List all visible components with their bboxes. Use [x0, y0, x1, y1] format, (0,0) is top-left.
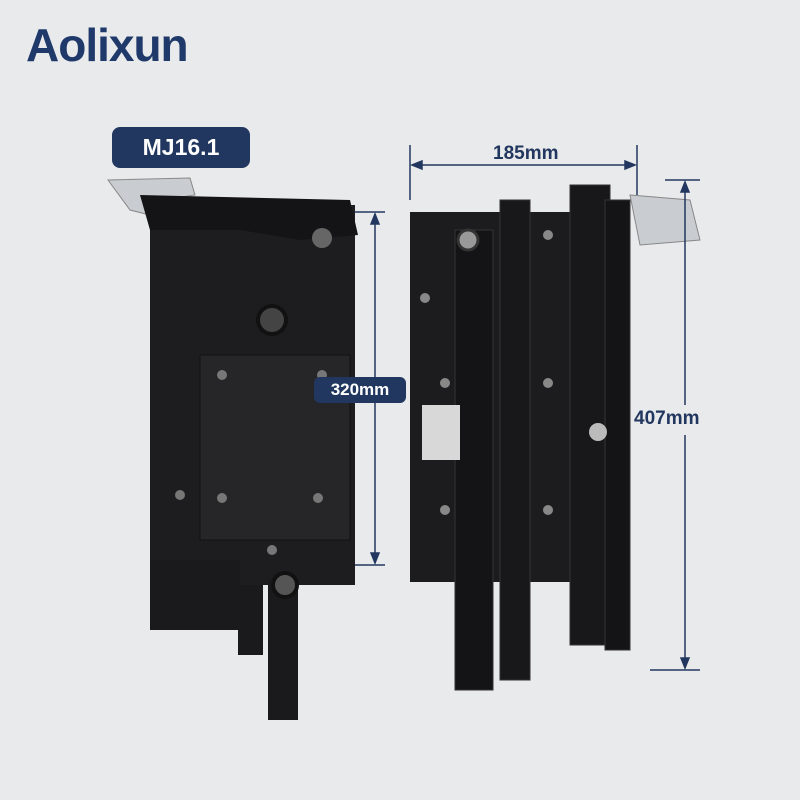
width-dimension-label: 185mm — [493, 143, 559, 164]
dimension-lines — [355, 145, 700, 671]
model-badge: MJ16.1 — [112, 127, 250, 168]
brand-logo: Aolixun — [26, 19, 189, 71]
right-door-vane-device — [410, 184, 701, 691]
left-height-dimension-label: 320mm — [314, 377, 406, 403]
left-door-vane-device — [107, 177, 358, 720]
right-height-dimension-label: 407mm — [634, 408, 700, 430]
